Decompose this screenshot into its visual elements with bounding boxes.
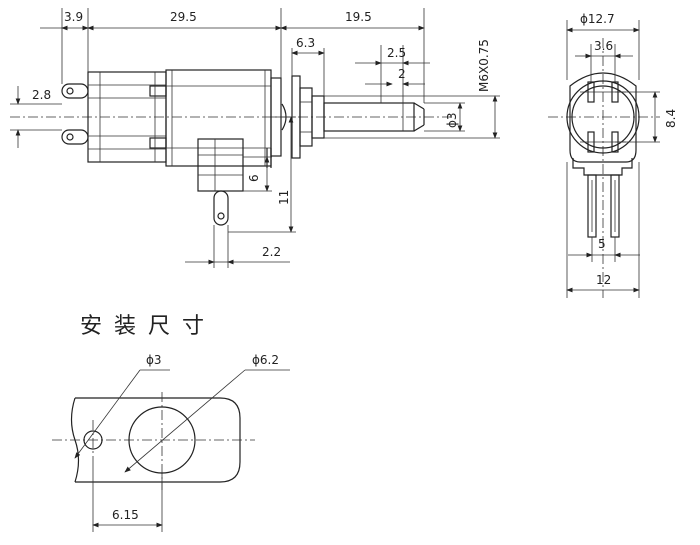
side-top-dimensions	[40, 8, 430, 103]
dim-2-5: 2.5	[387, 46, 406, 60]
dim-6-3: 6.3	[296, 36, 315, 50]
front-view: ϕ12.7 3.6 8.4 5 12	[548, 12, 678, 298]
pot-body	[165, 69, 282, 167]
terminal-lugs	[61, 83, 89, 145]
dim-body-diameter: ϕ12.7	[580, 12, 615, 26]
mounting-section-title: 安装尺寸	[80, 314, 216, 339]
dim-2-8: 2.8	[32, 88, 51, 102]
dim-small-hole: ϕ3	[146, 353, 162, 367]
dim-6-15: 6.15	[112, 508, 139, 522]
dim-3-6: 3.6	[594, 39, 613, 53]
dim-shaft-diameter: ϕ3	[445, 112, 459, 128]
dim-19-5: 19.5	[345, 10, 372, 24]
dim-12: 12	[596, 273, 611, 287]
dim-thread: M6X0.75	[477, 39, 491, 92]
dim-2: 2	[398, 67, 406, 81]
dim-2-2: 2.2	[262, 245, 281, 259]
dim-8-4: 8.4	[664, 109, 678, 128]
side-right-dimensions	[324, 95, 500, 139]
shaft	[323, 102, 425, 132]
dim-11: 11	[277, 190, 291, 205]
dim-29-5: 29.5	[170, 10, 197, 24]
dim-large-hole: ϕ6.2	[252, 353, 279, 367]
dim-5: 5	[598, 237, 606, 251]
bottom-terminal	[197, 138, 272, 226]
side-bottom-dimensions	[185, 116, 296, 268]
side-left-dimension	[10, 86, 62, 148]
dim-3-9: 3.9	[64, 10, 83, 24]
side-view: 3.9 29.5 19.5 6.3 2.5 2 2.8 6 11 2.2 M6X…	[10, 8, 500, 268]
small-hole	[83, 430, 103, 450]
dim-6: 6	[247, 174, 261, 182]
mounting-cutout-view: ϕ3 ϕ6.2 6.15	[52, 353, 290, 532]
